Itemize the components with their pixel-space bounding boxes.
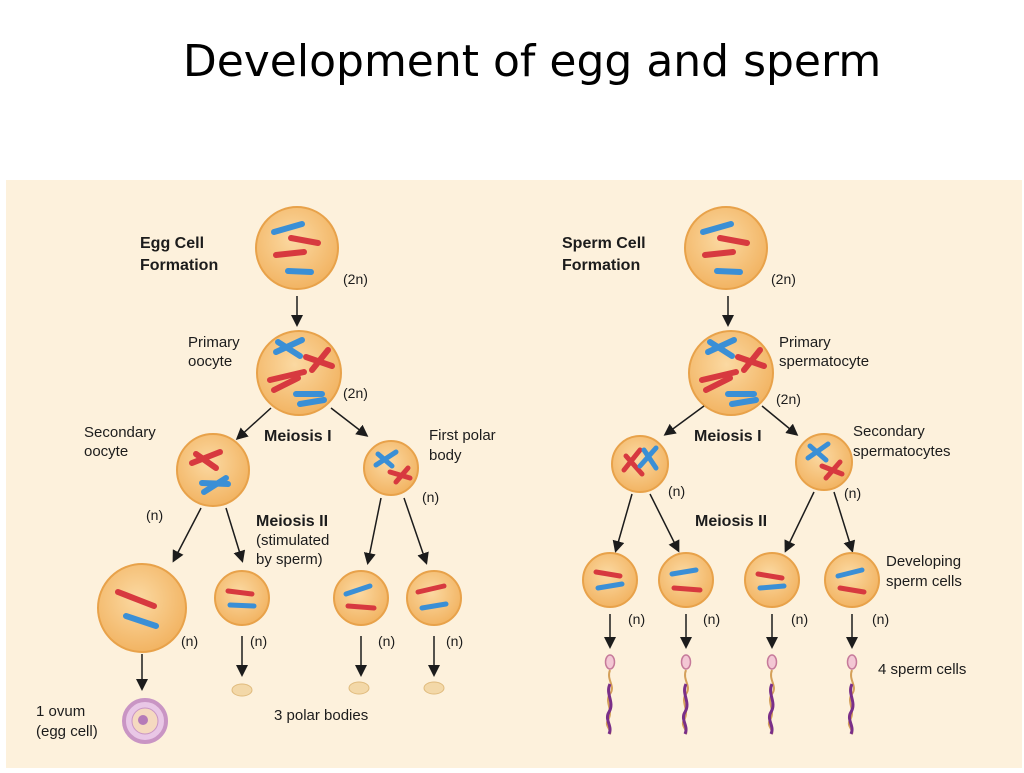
secondary-oocyte-ploidy: (n) — [146, 507, 163, 523]
sperm-heading-line2: Formation — [562, 257, 640, 274]
sperm-cell-2 — [680, 654, 692, 735]
arrow-to-spermatid-2 — [649, 493, 680, 553]
polar-body-small-3 — [423, 681, 445, 695]
polar-body-3-ploidy: (n) — [446, 633, 463, 649]
spermatid-4-ploidy: (n) — [872, 611, 889, 627]
secondary-oocyte-line2: oocyte — [84, 443, 128, 460]
arrow-to-ovum-cell — [172, 507, 202, 563]
polar-body-2-ploidy: (n) — [378, 633, 395, 649]
developing-sperm-cell-3 — [744, 552, 800, 608]
mature-egg-cell — [97, 563, 187, 653]
primary-oocyte-line2: oocyte — [188, 353, 232, 370]
sperm-cell-3 — [766, 654, 778, 735]
meiosis-diagram: Egg Cell Formation (2n) Primary oocyte (… — [6, 180, 1022, 768]
secondary-spermatocyte-right — [795, 433, 853, 491]
spermatid-2-ploidy: (n) — [703, 611, 720, 627]
arrow-to-polar-body-2 — [363, 497, 382, 565]
developing-sperm-line2: sperm cells — [886, 573, 962, 590]
spermatid-3-ploidy: (n) — [791, 611, 808, 627]
polar-body-cell-1 — [214, 570, 270, 626]
arrow-to-secondary-oocyte — [235, 407, 272, 441]
first-polar-body-ploidy: (n) — [422, 489, 439, 505]
developing-sperm-cell-2 — [658, 552, 714, 608]
sperm-cell-4 — [846, 654, 858, 735]
first-polar-body-cell — [363, 440, 419, 496]
arrow-to-spermatid-1 — [612, 493, 633, 553]
egg-diploid-cell — [255, 206, 339, 290]
sperm-ploidy-2n: (2n) — [771, 271, 796, 287]
secondary-spermatocytes-line1: Secondary — [853, 423, 925, 440]
secondary-spermatocytes-line2: spermatocytes — [853, 443, 951, 460]
sperm-cells-label: 4 sperm cells — [878, 661, 966, 678]
primary-oocyte-cell — [256, 330, 342, 416]
spermatocyte-right-ploidy: (n) — [844, 485, 861, 501]
egg-heading-line1: Egg Cell — [140, 235, 204, 252]
slide-title: Development of egg and sperm — [182, 36, 882, 87]
egg-cell-ploidy: (n) — [181, 633, 198, 649]
polar-body-small-1 — [231, 683, 253, 697]
secondary-oocyte-cell — [176, 433, 250, 507]
polar-body-cell-3 — [406, 570, 462, 626]
sperm-heading-line1: Sperm Cell — [562, 235, 646, 252]
primary-spermatocyte-cell — [688, 330, 774, 416]
first-polar-body-line1: First polar — [429, 427, 496, 444]
sperm-meiosis1-label: Meiosis I — [694, 428, 762, 445]
egg-meiosis2-line3: by sperm) — [256, 551, 323, 568]
primary-oocyte-ploidy: (2n) — [343, 385, 368, 401]
panel-background — [6, 180, 1022, 768]
egg-meiosis2-line1: Meiosis II — [256, 513, 328, 530]
secondary-oocyte-line1: Secondary — [84, 424, 156, 441]
polar-body-small-2 — [348, 681, 370, 695]
first-polar-body-line2: body — [429, 447, 462, 464]
polar-body-1-ploidy: (n) — [250, 633, 267, 649]
primary-spermatocyte-line1: Primary — [779, 334, 831, 351]
primary-spermatocyte-ploidy: (2n) — [776, 391, 801, 407]
arrow-to-polar-body-1 — [225, 507, 246, 563]
developing-sperm-cell-1 — [582, 552, 638, 608]
developing-sperm-cell-4 — [824, 552, 880, 608]
spermatid-1-ploidy: (n) — [628, 611, 645, 627]
sperm-diploid-cell — [684, 206, 768, 290]
sperm-meiosis2-label: Meiosis II — [695, 513, 767, 530]
primary-spermatocyte-line2: spermatocyte — [779, 353, 869, 370]
arrow-to-spermatocyte-left — [663, 405, 705, 436]
polar-bodies-label: 3 polar bodies — [274, 707, 368, 724]
polar-body-cell-2 — [333, 570, 389, 626]
spermatocyte-left-ploidy: (n) — [668, 483, 685, 499]
egg-meiosis2-line2: (stimulated — [256, 532, 329, 549]
arrow-to-polar-body-3 — [403, 497, 429, 565]
arrow-to-first-polar-body — [330, 407, 369, 437]
arrow-to-spermatocyte-right — [761, 405, 799, 436]
developing-sperm-line1: Developing — [886, 553, 961, 570]
figure-panel: Egg Cell Formation (2n) Primary oocyte (… — [6, 180, 1022, 768]
sperm-cell-1 — [604, 654, 616, 735]
secondary-spermatocyte-left — [611, 435, 669, 493]
egg-heading-line2: Formation — [140, 257, 218, 274]
egg-meiosis1-label: Meiosis I — [264, 428, 332, 445]
arrow-to-spermatid-4 — [833, 491, 856, 553]
primary-oocyte-line1: Primary — [188, 334, 240, 351]
ovum-label-line1: 1 ovum — [36, 703, 85, 720]
ovum-cell — [122, 698, 168, 744]
arrow-to-spermatid-3 — [784, 491, 815, 553]
egg-ploidy-2n: (2n) — [343, 271, 368, 287]
ovum-label-line2: (egg cell) — [36, 723, 98, 740]
